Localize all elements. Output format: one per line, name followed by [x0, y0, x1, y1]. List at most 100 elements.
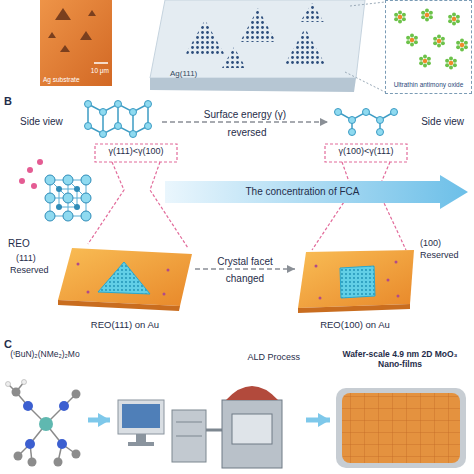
precursor-molecule [8, 382, 76, 462]
reo-crystal [81, 211, 91, 221]
mo-o3-wafer [342, 393, 460, 463]
pink-funnel-right [325, 144, 407, 162]
slab-caption: REO(100) on Au [320, 320, 390, 331]
panel-letter: C [4, 338, 12, 351]
ald-system [222, 400, 282, 468]
side-view-crystal-left [85, 101, 92, 108]
au-slab-left [77, 263, 170, 296]
ag-substrate-photo [60, 45, 70, 52]
side-view-crystal-right [377, 129, 384, 136]
side-view-crystal-right [349, 117, 356, 124]
formula-label: (ᵗBuN)₂(NMe₂)₂Mo [10, 350, 79, 360]
au-slab-right [395, 261, 398, 264]
facet-label: Reserved [420, 250, 459, 260]
substrate-slab: REO(111) on Au [55, 245, 195, 331]
reo-crystal [81, 193, 91, 203]
au-slab-right [397, 295, 400, 298]
ag111-slab [222, 47, 246, 68]
facet-label: Reserved [10, 265, 49, 275]
pink-funnel-left [95, 144, 177, 162]
substrate-slab: REO(100) on Au [295, 245, 415, 331]
mo-o3-wafer [336, 388, 466, 468]
zoom-caption: Ultrathin antimony oxide [394, 81, 464, 88]
precursor-molecule [6, 382, 11, 387]
fca-arrow [165, 175, 468, 209]
antimony-oxide-molecules [448, 13, 460, 26]
reo-crystal [63, 175, 73, 185]
process-figure: ALD Process [110, 348, 306, 472]
ald-system [232, 414, 272, 444]
ag-substrate-photo [48, 32, 56, 38]
zoom-lines [345, 72, 385, 92]
photo-caption: 10 μm [91, 67, 109, 74]
ag-substrate-photo [40, 0, 112, 86]
slab-label: Ag(111) [170, 69, 197, 78]
side-view-crystal-left [145, 101, 152, 108]
arrow-caption: reversed [228, 127, 267, 139]
zoom-lines [350, 2, 385, 6]
pink-funnel-right [312, 162, 352, 250]
side-view-crystal-left [145, 123, 152, 130]
au-slab-left [163, 293, 166, 296]
ag-substrate-photo [55, 8, 71, 20]
precursor-molecule [72, 450, 81, 459]
precursor-molecule [54, 458, 63, 467]
reo-crystal [56, 186, 80, 210]
au-slab-left [167, 269, 170, 272]
reo-crystal [45, 175, 91, 221]
precursor-molecule [6, 380, 27, 387]
precursor-molecule [28, 458, 37, 467]
precursor-molecule [22, 380, 27, 385]
view-label: Side view [421, 116, 464, 128]
precursor-molecule [23, 401, 33, 411]
reo-crystal [81, 175, 91, 185]
ag111-slab [150, 0, 365, 78]
ald-system [176, 436, 202, 437]
product-figure: Wafer-scale 4.9 nm 2D MoO₃ Nano-films [330, 348, 470, 472]
connector-arrow [162, 121, 328, 123]
substrate-photo: Ag substrate10 μm [40, 0, 112, 86]
process-label: ALD Process [247, 352, 300, 362]
side-view-panel: Side view [18, 98, 162, 146]
ag-substrate-photo [94, 62, 108, 64]
ag111-slab [300, 3, 324, 22]
ald-system [136, 434, 146, 442]
side-view-crystal-left [130, 131, 137, 138]
au-slab-right [298, 250, 414, 308]
antimony-oxide-molecules [419, 55, 431, 68]
reo-crystal [74, 186, 80, 192]
view-label: Side view [20, 116, 63, 128]
slab-caption: REO(111) on Au [91, 320, 159, 331]
ald-system [226, 386, 278, 400]
antimony-oxide-molecules [394, 9, 468, 70]
product-label: Wafer-scale 4.9 nm 2D MoO₃ Nano-films [332, 350, 468, 370]
au-slab-left [58, 248, 192, 311]
side-view-crystal-left [100, 109, 107, 116]
pink-funnel-left [150, 162, 188, 248]
au-slab-left [87, 291, 90, 294]
side-view-crystal-right [349, 129, 356, 136]
ald-system [172, 410, 206, 462]
energy-relation: γ(111)<γ(100) [109, 146, 164, 156]
au-slab-right [319, 297, 322, 300]
ag-substrate-photo [40, 0, 112, 86]
au-slab-right [298, 250, 414, 313]
side-view-crystal-right [335, 109, 398, 136]
au-slab-left [77, 263, 80, 266]
ag111-slab [150, 0, 365, 92]
side-view-crystal-right [363, 109, 370, 116]
side-view-panel: Side view [328, 98, 468, 146]
ag111-slab [150, 78, 356, 92]
ag111-slab [185, 20, 225, 55]
fca-arrow [165, 175, 468, 209]
panel-letter: B [4, 95, 12, 108]
antimony-oxide-molecules [445, 57, 457, 70]
side-view-crystal-left [115, 123, 122, 130]
fca-dots [27, 167, 33, 173]
antimony-oxide-molecules [433, 35, 445, 48]
side-view-crystal-left [85, 123, 92, 130]
ald-system [128, 442, 154, 446]
